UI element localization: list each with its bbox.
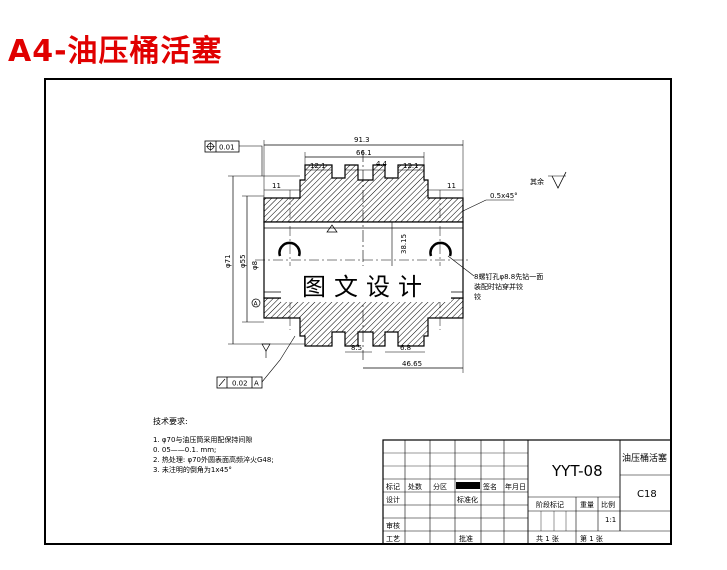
general-roughness-symbol	[551, 171, 567, 189]
tb-weight: 重量	[580, 501, 594, 509]
tol-flat-value: 0.01	[219, 144, 235, 152]
tech-item-2: 0. 05——0.1. mm;	[153, 446, 216, 454]
tb-stage: 阶段标记	[536, 500, 564, 509]
tb-name: 油压桶活塞	[622, 452, 667, 464]
dim-id: φ55	[239, 254, 247, 268]
tb-header-count: 处数	[408, 482, 422, 491]
tb-review: 审核	[386, 521, 400, 530]
title-block	[382, 439, 672, 545]
piston-lower-section	[263, 297, 464, 347]
page-title: A4-油压桶活塞	[8, 34, 223, 69]
dim-inner: 66.1	[356, 149, 372, 157]
tb-craft: 工艺	[386, 535, 400, 543]
roughness-mark	[326, 224, 338, 233]
dim-bottom-3: 46.65	[402, 360, 422, 368]
drawing-frame	[44, 78, 672, 545]
hole-note-line-1: 8螺钉孔φ8.8先钻一面	[474, 272, 543, 281]
dim-pin: φ8	[251, 261, 259, 270]
tol-perp-value: 0.02	[232, 380, 248, 388]
tb-material: C18	[637, 489, 657, 500]
watermark: 图文设计	[281, 266, 451, 302]
tb-header-zone: 分区	[433, 482, 447, 491]
tb-ratio: 比例	[601, 500, 615, 509]
tb-design: 设计	[386, 495, 400, 504]
tb-approve: 批准	[459, 534, 473, 543]
datum-triangle	[261, 343, 271, 352]
dim-groove-right: 12.1	[403, 162, 419, 170]
pin-hole-left	[278, 241, 301, 257]
tech-item-3: 2. 热处理: φ70外圆表面高频淬火G48;	[153, 455, 274, 464]
tb-scale: 1:1	[605, 516, 616, 524]
dim-step-left: 11	[272, 182, 281, 190]
tech-item-4: 3. 未注明的倒角为1x45°	[153, 465, 232, 474]
redacted-bar	[456, 482, 480, 489]
tech-item-1: 1. φ70与油压筒采用配保持间隙	[153, 435, 252, 444]
hole-note-line-2: 装配时钻穿并铰	[474, 282, 523, 291]
dim-step-right: 11	[447, 182, 456, 190]
datum-label: A	[254, 301, 259, 308]
tb-header-sign: 签名	[483, 482, 497, 491]
dim-bottom-2: 6.8	[400, 344, 411, 352]
dim-groove-left: 12.1	[310, 162, 326, 170]
hole-note-line-3: 铰	[474, 292, 481, 301]
tb-standard: 标准化	[457, 495, 478, 504]
tb-header-date: 年月日	[505, 482, 526, 491]
tb-code: YYT-08	[551, 462, 603, 480]
roughness-note: 其余	[530, 177, 544, 186]
piston-upper-section	[263, 164, 464, 223]
perpendicularity-tolerance-frame	[216, 376, 263, 389]
chamfer-label: 0.5x45°	[490, 192, 518, 200]
tol-ref-label: A	[254, 380, 259, 388]
dim-depth: 38.15	[400, 234, 408, 254]
dim-overall: 91.3	[354, 136, 370, 144]
pin-hole-right	[429, 241, 452, 257]
tech-heading: 技术要求:	[153, 416, 188, 426]
tb-total: 共 1 张	[536, 534, 559, 543]
flatness-tolerance-frame	[204, 140, 240, 153]
datum-circle	[251, 298, 261, 308]
dim-bottom-1: 8.5	[351, 344, 362, 352]
dim-od: φ71	[224, 254, 232, 268]
perpendicularity-symbol	[218, 378, 226, 387]
tb-sheet: 第 1 张	[580, 534, 603, 543]
tb-header-mark: 标记	[386, 482, 400, 491]
dim-mid: 4.4	[376, 160, 388, 168]
